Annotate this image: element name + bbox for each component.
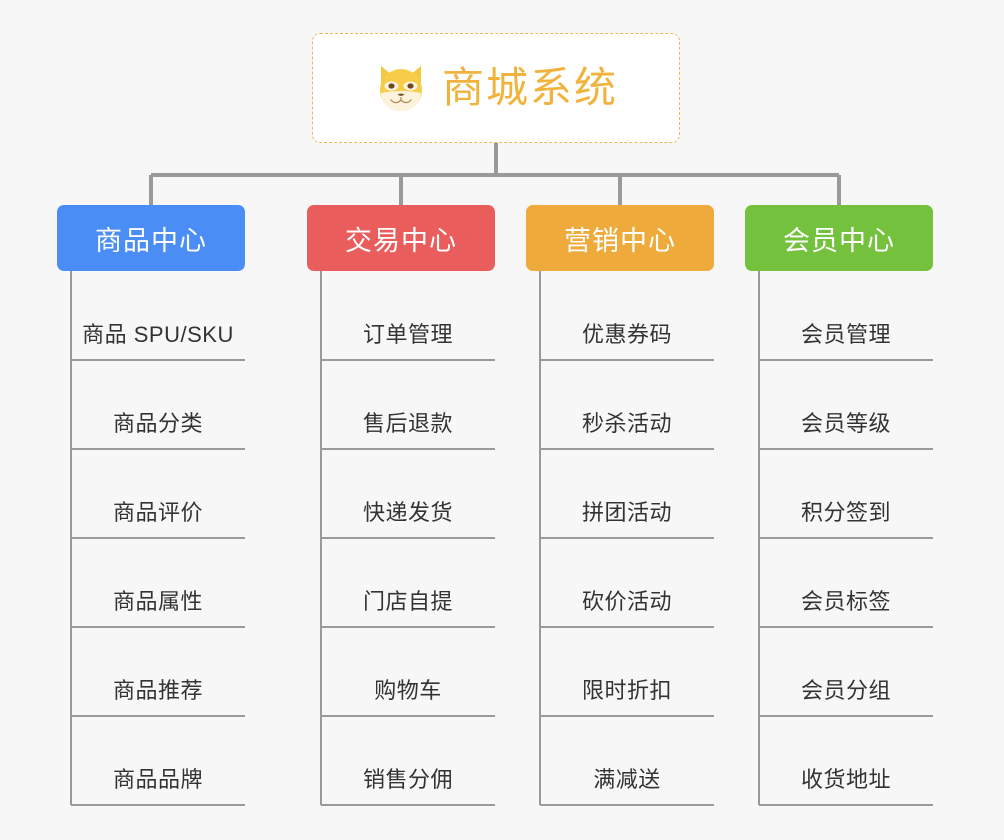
leaf-label: 满减送	[593, 767, 661, 792]
root-title: 商城系统	[441, 64, 618, 111]
leaf-list-2: 优惠券码 秒杀活动 拼团活动 砍价活动 限时折扣 满减送	[540, 271, 714, 806]
list-item[interactable]: 会员标签	[759, 539, 933, 628]
leaf-label: 会员标签	[800, 589, 891, 614]
category-label-0: 商品中心	[95, 225, 207, 256]
leaf-label: 积分签到	[800, 500, 891, 525]
category-column-交易中心: 交易中心 订单管理 售后退款 快递发货 门店自提 购物车 销售分佣	[307, 205, 495, 806]
leaf-label: 会员分组	[800, 678, 891, 703]
list-item[interactable]: 满减送	[540, 717, 714, 806]
leaf-label: 优惠券码	[581, 322, 672, 347]
category-header-0[interactable]: 商品中心	[57, 205, 245, 271]
leaf-label: 订单管理	[362, 322, 453, 347]
list-item[interactable]: 秒杀活动	[540, 361, 714, 450]
list-item[interactable]: 会员管理	[759, 271, 933, 361]
category-column-会员中心: 会员中心 会员管理 会员等级 积分签到 会员标签 会员分组 收货地址	[745, 205, 933, 806]
list-item[interactable]: 限时折扣	[540, 628, 714, 717]
list-item[interactable]: 购物车	[321, 628, 495, 717]
category-label-1: 交易中心	[345, 225, 457, 256]
category-label-3: 会员中心	[783, 225, 895, 256]
leaf-label: 商品品牌	[112, 767, 203, 792]
list-item[interactable]: 商品评价	[71, 450, 245, 539]
list-item[interactable]: 订单管理	[321, 271, 495, 361]
leaf-label: 售后退款	[362, 411, 453, 436]
leaf-label: 商品属性	[112, 589, 203, 614]
leaf-label: 收货地址	[800, 767, 891, 792]
category-body-0: 商品 SPU/SKU 商品分类 商品评价 商品属性 商品推荐 商品品牌	[57, 271, 245, 806]
list-item[interactable]: 拼团活动	[540, 450, 714, 539]
list-item[interactable]: 商品分类	[71, 361, 245, 450]
category-label-2: 营销中心	[564, 225, 676, 256]
list-item[interactable]: 商品 SPU/SKU	[71, 271, 245, 361]
leaf-label: 购物车	[374, 678, 442, 703]
list-item[interactable]: 商品推荐	[71, 628, 245, 717]
leaf-label: 商品评价	[112, 500, 203, 525]
category-header-3[interactable]: 会员中心	[745, 205, 933, 271]
dog-face-icon	[379, 66, 422, 111]
list-item[interactable]: 商品品牌	[71, 717, 245, 806]
leaf-label: 拼团活动	[581, 500, 672, 525]
leaf-label: 快递发货	[362, 500, 453, 525]
category-body-2: 优惠券码 秒杀活动 拼团活动 砍价活动 限时折扣 满减送	[526, 271, 714, 806]
list-item[interactable]: 积分签到	[759, 450, 933, 539]
list-item[interactable]: 砍价活动	[540, 539, 714, 628]
leaf-label: 会员管理	[800, 322, 891, 347]
leaf-list-3: 会员管理 会员等级 积分签到 会员标签 会员分组 收货地址	[759, 271, 933, 806]
list-item[interactable]: 收货地址	[759, 717, 933, 806]
root-node[interactable]: 商城系统	[312, 33, 680, 143]
list-item[interactable]: 会员等级	[759, 361, 933, 450]
leaf-label: 商品 SPU/SKU	[82, 322, 234, 347]
leaf-label: 商品推荐	[112, 678, 203, 703]
list-item[interactable]: 商品属性	[71, 539, 245, 628]
list-item[interactable]: 快递发货	[321, 450, 495, 539]
leaf-label: 销售分佣	[362, 767, 453, 792]
category-body-3: 会员管理 会员等级 积分签到 会员标签 会员分组 收货地址	[745, 271, 933, 806]
category-column-商品中心: 商品中心 商品 SPU/SKU 商品分类 商品评价 商品属性 商品推荐 商品品牌	[57, 205, 245, 806]
category-header-2[interactable]: 营销中心	[526, 205, 714, 271]
list-item[interactable]: 优惠券码	[540, 271, 714, 361]
list-item[interactable]: 销售分佣	[321, 717, 495, 806]
leaf-label: 会员等级	[800, 411, 891, 436]
leaf-list-1: 订单管理 售后退款 快递发货 门店自提 购物车 销售分佣	[321, 271, 495, 806]
leaf-label: 商品分类	[112, 411, 203, 436]
leaf-label: 限时折扣	[581, 678, 672, 703]
leaf-list-0: 商品 SPU/SKU 商品分类 商品评价 商品属性 商品推荐 商品品牌	[71, 271, 245, 806]
category-body-1: 订单管理 售后退款 快递发货 门店自提 购物车 销售分佣	[307, 271, 495, 806]
list-item[interactable]: 门店自提	[321, 539, 495, 628]
category-header-1[interactable]: 交易中心	[307, 205, 495, 271]
leaf-label: 秒杀活动	[581, 411, 672, 436]
leaf-label: 门店自提	[362, 589, 453, 614]
category-column-营销中心: 营销中心 优惠券码 秒杀活动 拼团活动 砍价活动 限时折扣 满减送	[526, 205, 714, 806]
list-item[interactable]: 会员分组	[759, 628, 933, 717]
list-item[interactable]: 售后退款	[321, 361, 495, 450]
leaf-label: 砍价活动	[581, 589, 672, 614]
